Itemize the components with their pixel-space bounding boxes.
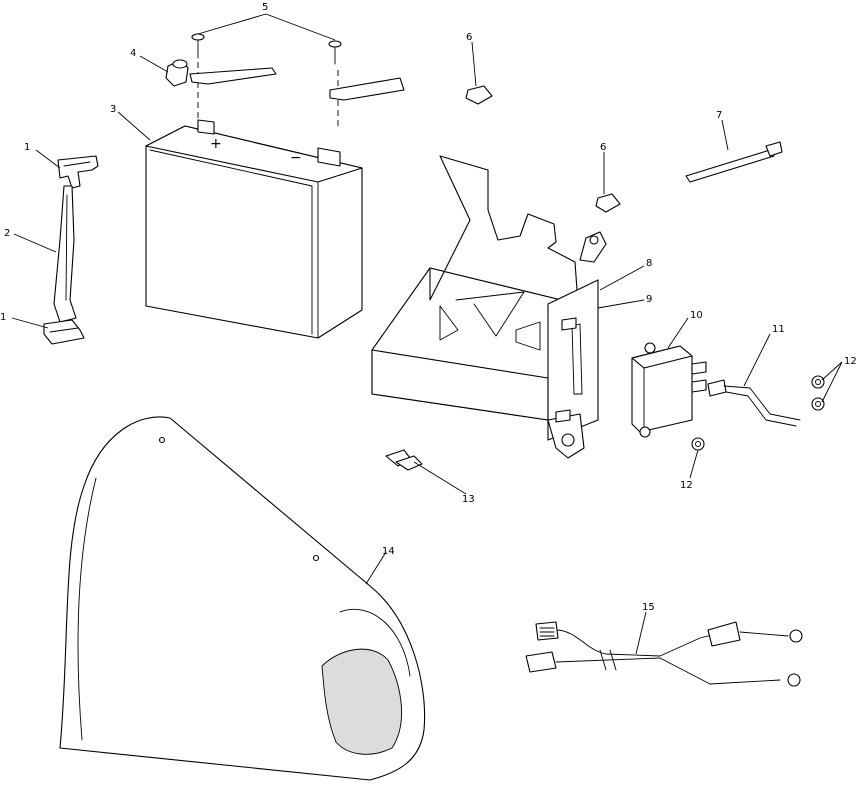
terminal-cap <box>165 59 189 87</box>
callout-13: 13 <box>462 494 475 505</box>
callout-15: 15 <box>642 602 655 613</box>
callout-7: 7 <box>716 110 722 121</box>
nuts <box>691 375 825 451</box>
callout-9: 9 <box>646 294 652 305</box>
callout-3: 3 <box>110 104 116 115</box>
clip-nuts <box>465 85 621 213</box>
callout-6: 6 <box>466 32 472 43</box>
leader-lines <box>11 13 843 655</box>
cable-tie <box>685 141 783 183</box>
callout-labels: 1 1 2 3 4 5 6 6 7 8 9 10 11 12 12 13 14 … <box>0 2 857 613</box>
callout-4: 4 <box>130 48 136 59</box>
callout-1: 1 <box>0 312 6 323</box>
callout-11: 11 <box>772 324 785 335</box>
wiring-harness <box>525 621 803 687</box>
callout-12: 12 <box>680 480 693 491</box>
negative-terminal-sign: − <box>290 150 302 166</box>
callout-10: 10 <box>690 310 703 321</box>
battery-strap <box>43 155 99 345</box>
callout-5: 5 <box>262 2 268 13</box>
relay-module <box>631 342 707 438</box>
callout-8: 8 <box>646 258 652 269</box>
battery: + − <box>145 119 363 339</box>
callout-2: 2 <box>4 228 10 239</box>
callout-14: 14 <box>382 546 395 557</box>
callout-6: 6 <box>600 142 606 153</box>
fastener-clips <box>385 449 423 471</box>
battery-tray <box>371 155 607 459</box>
ground-cable <box>707 379 801 427</box>
callout-1: 1 <box>24 142 30 153</box>
positive-terminal-sign: + <box>210 136 222 152</box>
battery-cover <box>59 416 426 781</box>
callout-12: 12 <box>844 356 857 367</box>
terminal-bolts <box>189 33 405 126</box>
